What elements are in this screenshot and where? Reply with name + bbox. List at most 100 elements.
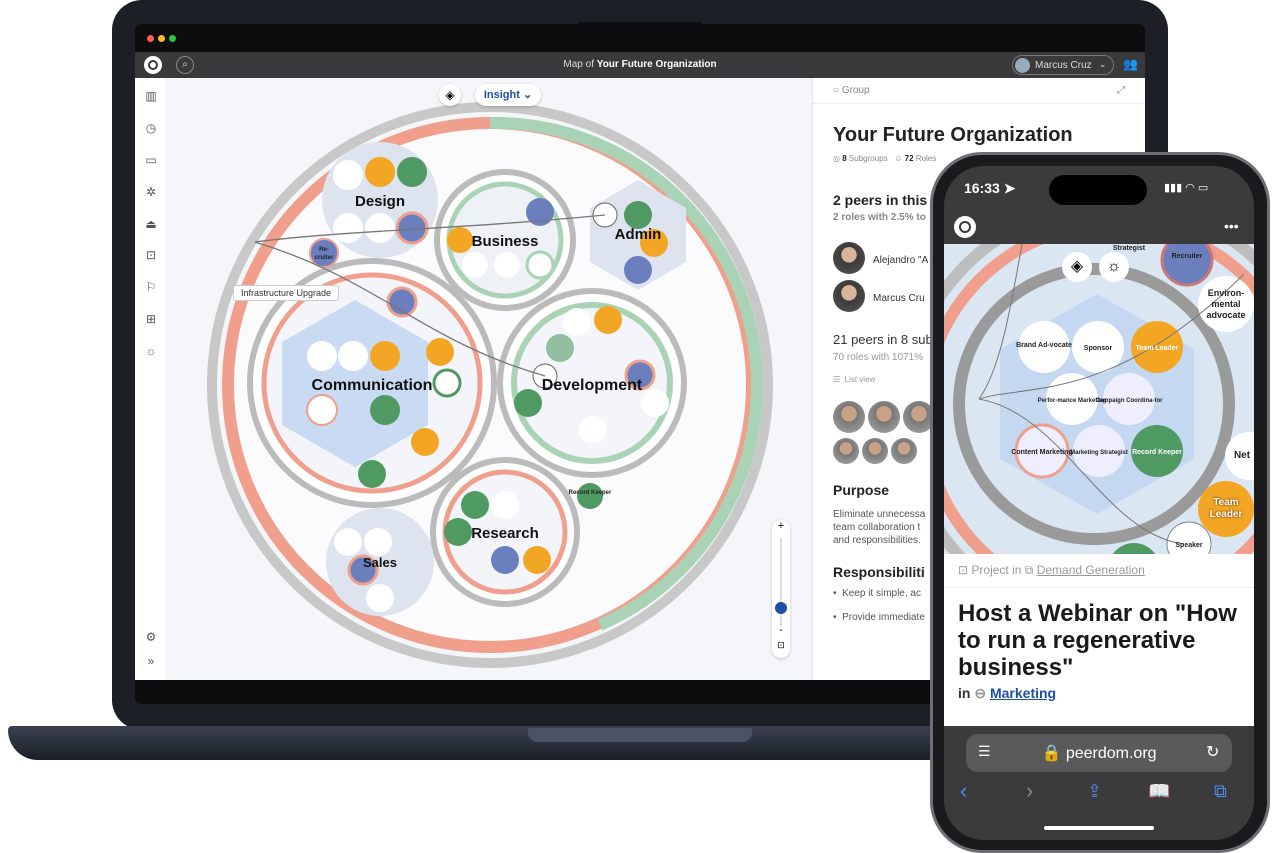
role-circles: [306, 157, 669, 612]
role-environmental-advocate[interactable]: [1198, 276, 1254, 332]
reload-icon[interactable]: ↻: [1206, 744, 1220, 761]
zoom-control: + - ⊡: [772, 520, 790, 658]
search-button[interactable]: ⌕: [176, 56, 194, 74]
app-logo[interactable]: [954, 216, 976, 238]
tabs-icon[interactable]: ⧉: [1214, 781, 1227, 801]
phone-map-canvas[interactable]: Strategist Recruiter Brand Ad-vocate Spo…: [944, 244, 1254, 554]
project-breadcrumb: ⊡ Project in ⧉ Demand Generation: [944, 554, 1254, 588]
layers-icon: ◈: [1070, 258, 1084, 275]
role-team-leader[interactable]: [1131, 321, 1183, 373]
compass-icon[interactable]: ✲: [145, 185, 157, 199]
zoom-in-button[interactable]: +: [777, 520, 785, 532]
role-recruiter-label-2: cruiter: [315, 255, 334, 261]
lightbulb-icon[interactable]: ☼: [145, 344, 157, 358]
role-speaker[interactable]: [1166, 521, 1212, 554]
book-icon[interactable]: ⊞: [145, 312, 157, 326]
window-close-button[interactable]: [147, 35, 154, 42]
avatar[interactable]: [862, 438, 888, 464]
map-canvas[interactable]: Re- cruiter Record Keeper Design Busines…: [167, 78, 812, 680]
dynamic-island: [1049, 175, 1147, 205]
layers-button[interactable]: ◈: [439, 84, 461, 106]
tooltip: Infrastructure Upgrade: [233, 285, 340, 301]
peer-name: Marcus Cru: [873, 293, 925, 304]
subgroups-label: Subgroups: [848, 154, 888, 163]
project-card: ⊡ Project in ⧉ Demand Generation Host a …: [944, 554, 1254, 726]
avatar[interactable]: [903, 401, 935, 433]
list-view-link[interactable]: ☰ List view: [833, 375, 875, 384]
phone-screen: 16:33 ➤ ▮▮▮ ◠ ▭ ••• Strategist Recruiter…: [944, 166, 1254, 840]
share-icon[interactable]: ⇪: [1087, 781, 1103, 801]
people-icon[interactable]: 👥: [1123, 57, 1138, 71]
flag-icon[interactable]: ⚐: [145, 280, 157, 294]
role-team-leader-2[interactable]: [1198, 481, 1254, 537]
organization-name: Your Future Organization: [596, 59, 717, 70]
role-marketing-strategist[interactable]: [1073, 425, 1125, 477]
role-label: Record Keeper: [1132, 449, 1182, 456]
responsibility-text: Keep it simple, ac: [842, 588, 921, 599]
fit-view-icon[interactable]: ⊡: [777, 640, 785, 650]
role-campaign-coordinator[interactable]: [1103, 373, 1155, 425]
sidebar: ▥ ◷ ▭ ✲ ⏏ ⊡ ⚐ ⊞ ☼ ⚙ »: [135, 78, 167, 680]
zoom-slider-handle[interactable]: [775, 602, 787, 614]
id-card-icon[interactable]: ▭: [145, 153, 157, 167]
role-sponsor[interactable]: [1072, 321, 1124, 373]
view-selector[interactable]: Insight ⌄: [475, 84, 541, 106]
window-maximize-button[interactable]: [169, 35, 176, 42]
peer-row[interactable]: Alejandro "A: [833, 242, 928, 277]
role-recruiter[interactable]: [309, 238, 339, 268]
role-record-keeper[interactable]: [577, 483, 603, 509]
reader-icon[interactable]: ☰: [978, 743, 991, 759]
peer-row[interactable]: Marcus Cru: [833, 280, 925, 315]
role-label: Speaker: [1175, 542, 1203, 549]
organization-map[interactable]: Re- cruiter Record Keeper Design Busines…: [167, 78, 812, 680]
responsibility-item: • Keep it simple, ac: [833, 588, 921, 599]
group-label-research: Research: [471, 525, 539, 542]
avatar[interactable]: [891, 438, 917, 464]
role-performance-marketing[interactable]: [1046, 373, 1098, 425]
green-arc: [489, 116, 763, 631]
gear-icon[interactable]: ⚙: [145, 630, 157, 644]
group-label-development: Development: [542, 377, 643, 394]
url-text: 🔒 peerdom.org: [1041, 745, 1157, 762]
phone-map[interactable]: Strategist Recruiter Brand Ad-vocate Spo…: [944, 244, 1254, 554]
zoom-out-button[interactable]: -: [779, 624, 783, 636]
subgroup-peers-heading: 21 peers in 8 sub: [833, 332, 933, 347]
circle-link[interactable]: Marketing: [989, 685, 1057, 701]
clock-icon[interactable]: ◷: [145, 121, 157, 135]
bookmarks-icon[interactable]: 📖: [1148, 781, 1171, 801]
role-brand-advocate[interactable]: [1018, 321, 1070, 373]
avatar[interactable]: [833, 438, 859, 464]
subgroups-count: 8: [842, 154, 847, 163]
layers-button[interactable]: ◈: [1062, 252, 1092, 282]
role-content-marketing[interactable]: [1014, 423, 1070, 479]
role-label: Campaign Coordina-tor: [1096, 398, 1164, 404]
insight-button[interactable]: ☼: [1099, 252, 1129, 282]
role-net[interactable]: [1225, 432, 1254, 480]
stamp-icon[interactable]: ⏏: [145, 217, 157, 231]
role-recruiter-label: Re-: [319, 247, 329, 253]
parent-link[interactable]: Demand Generation: [1036, 563, 1145, 577]
window-minimize-button[interactable]: [158, 35, 165, 42]
user-menu[interactable]: Marcus Cruz ⌄: [1012, 55, 1114, 75]
expand-icon[interactable]: ⤢: [1117, 85, 1125, 96]
app-logo[interactable]: [144, 56, 162, 74]
more-icon[interactable]: •••: [1224, 218, 1239, 234]
back-icon[interactable]: ‹: [960, 778, 968, 803]
role-label: Strategist: [1113, 245, 1146, 252]
group-label-sales: Sales: [363, 555, 397, 570]
avatar[interactable]: [833, 401, 865, 433]
group-label-communication: Communication: [312, 377, 433, 394]
avatar[interactable]: [868, 401, 900, 433]
page-title: Map of Your Future Organization: [135, 59, 1145, 70]
address-bar[interactable]: ☰ 🔒 peerdom.org ↻: [966, 734, 1232, 772]
stats: ◎ 8 Subgroups ☺ 72 Roles: [833, 154, 937, 163]
briefcase-icon[interactable]: ⊡: [145, 248, 157, 262]
list-icon: ☰: [833, 375, 841, 384]
purpose-text: Eliminate unnecessa team collaboration t…: [833, 509, 926, 546]
zoom-slider[interactable]: [780, 538, 782, 626]
map-icon[interactable]: ▥: [145, 89, 157, 103]
role-recruiter[interactable]: [1160, 244, 1214, 287]
role-record-keeper[interactable]: [1131, 425, 1183, 477]
forward-icon[interactable]: ›: [1026, 778, 1034, 803]
expand-icon[interactable]: »: [147, 654, 155, 668]
